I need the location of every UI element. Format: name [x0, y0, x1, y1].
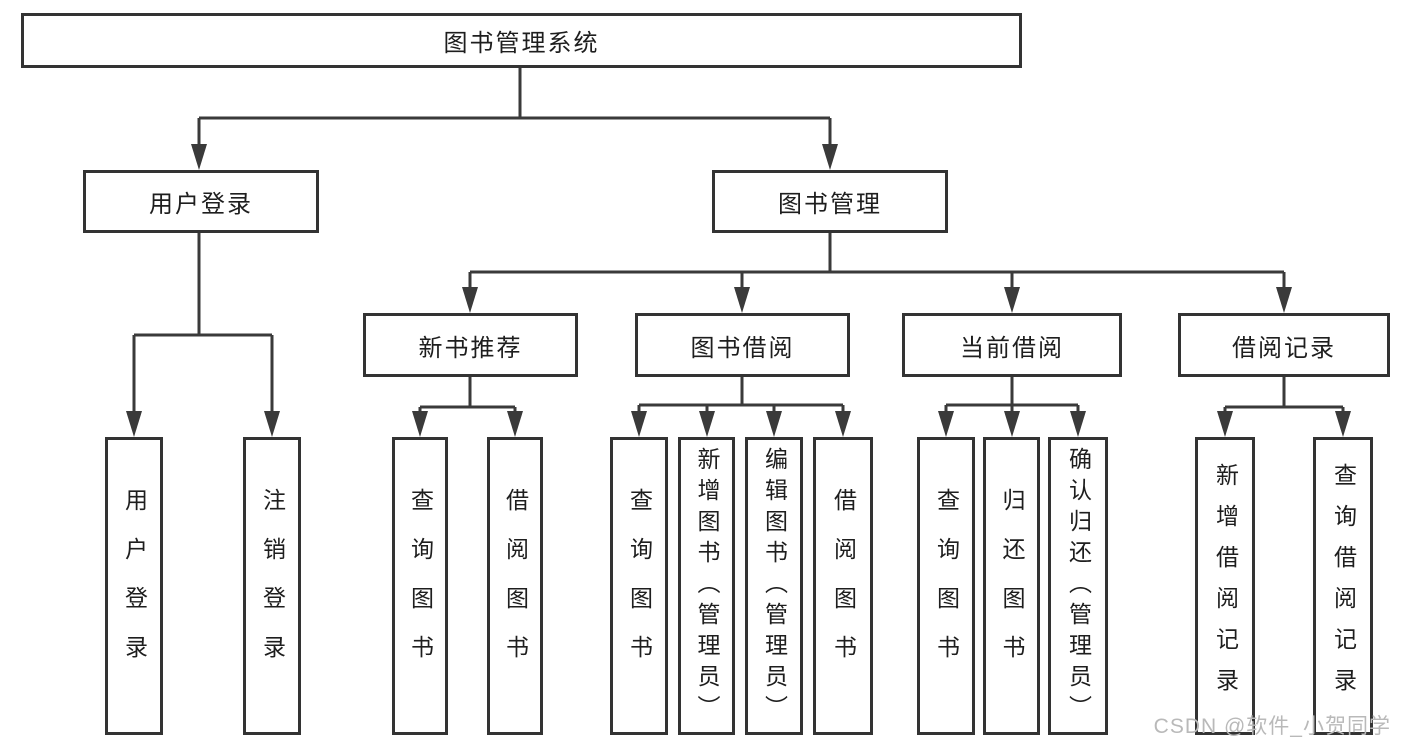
leaf-label: 归还图书 — [999, 488, 1025, 684]
leaf-query-books-1: 查询图书 — [392, 437, 448, 735]
leaf-add-books-admin: 新增图书（管理员） — [678, 437, 735, 735]
leaf-label: 确认归还（管理员） — [1065, 446, 1092, 726]
arrow-down-icon — [822, 144, 838, 170]
leaf-label: 查询图书 — [933, 488, 960, 684]
node-label: 当前借阅 — [960, 334, 1064, 362]
leaf-query-books-2: 查询图书 — [610, 437, 668, 735]
node-label: 借阅记录 — [1232, 334, 1336, 362]
arrow-down-icon — [1004, 287, 1020, 313]
arrow-down-icon — [412, 411, 428, 437]
node-book-management: 图书管理 — [712, 170, 948, 233]
leaf-label: 新增借阅记录 — [1212, 463, 1239, 709]
connector-root — [197, 68, 832, 162]
node-borrowing-records: 借阅记录 — [1178, 313, 1390, 377]
connector-borrowing — [637, 377, 845, 429]
arrow-down-icon — [835, 411, 851, 437]
leaf-label: 编辑图书（管理员） — [761, 446, 788, 726]
node-root: 图书管理系统 — [21, 13, 1022, 68]
arrow-down-icon — [126, 411, 142, 437]
arrow-down-icon — [1217, 411, 1233, 437]
leaf-label: 注销登录 — [259, 488, 286, 684]
arrow-down-icon — [462, 287, 478, 313]
node-root-label: 图书管理系统 — [443, 30, 600, 57]
node-label: 用户登录 — [149, 191, 253, 218]
arrow-down-icon — [1335, 411, 1351, 437]
connector-new-books — [418, 377, 517, 429]
arrow-down-icon — [631, 411, 647, 437]
leaf-label: 查询图书 — [626, 488, 653, 684]
arrow-down-icon — [507, 411, 523, 437]
watermark: CSDN @软件_小贺同学 — [1153, 715, 1391, 738]
leaf-query-books-3: 查询图书 — [917, 437, 975, 735]
leaf-label: 借阅图书 — [502, 488, 529, 684]
arrow-down-icon — [1070, 411, 1086, 437]
node-label: 新书推荐 — [418, 334, 523, 362]
arrow-down-icon — [191, 144, 207, 170]
connector-records — [1223, 377, 1345, 429]
leaf-confirm-return-admin: 确认归还（管理员） — [1048, 437, 1108, 735]
arrow-down-icon — [264, 411, 280, 437]
node-new-book-recommend: 新书推荐 — [363, 313, 578, 377]
connector-user-login — [132, 233, 274, 429]
arrowheads — [126, 144, 1351, 437]
node-label: 图书借阅 — [690, 334, 795, 362]
node-book-borrowing: 图书借阅 — [635, 313, 850, 377]
node-user-login: 用户登录 — [83, 170, 319, 233]
arrow-down-icon — [766, 411, 782, 437]
node-current-borrowing: 当前借阅 — [902, 313, 1122, 377]
arrow-down-icon — [699, 411, 715, 437]
leaf-edit-books-admin: 编辑图书（管理员） — [745, 437, 803, 735]
leaf-logout: 注销登录 — [243, 437, 301, 735]
leaf-user-login: 用户登录 — [105, 437, 163, 735]
arrow-down-icon — [1004, 411, 1020, 437]
leaf-label: 用户登录 — [121, 488, 148, 684]
leaf-label: 新增图书（管理员） — [694, 446, 720, 726]
arrow-down-icon — [1276, 287, 1292, 313]
leaf-add-borrow-record: 新增借阅记录 — [1195, 437, 1255, 735]
leaf-label: 借阅图书 — [830, 488, 857, 684]
arrow-down-icon — [734, 287, 750, 313]
leaf-borrow-books-1: 借阅图书 — [487, 437, 543, 735]
leaf-label: 查询借阅记录 — [1330, 463, 1357, 709]
node-label: 图书管理 — [778, 191, 882, 218]
arrow-down-icon — [938, 411, 954, 437]
connector-book-mgmt — [468, 233, 1286, 305]
leaf-return-books: 归还图书 — [983, 437, 1040, 735]
leaf-label: 查询图书 — [407, 488, 434, 684]
leaf-query-borrow-record: 查询借阅记录 — [1313, 437, 1373, 735]
leaf-borrow-books-2: 借阅图书 — [813, 437, 873, 735]
